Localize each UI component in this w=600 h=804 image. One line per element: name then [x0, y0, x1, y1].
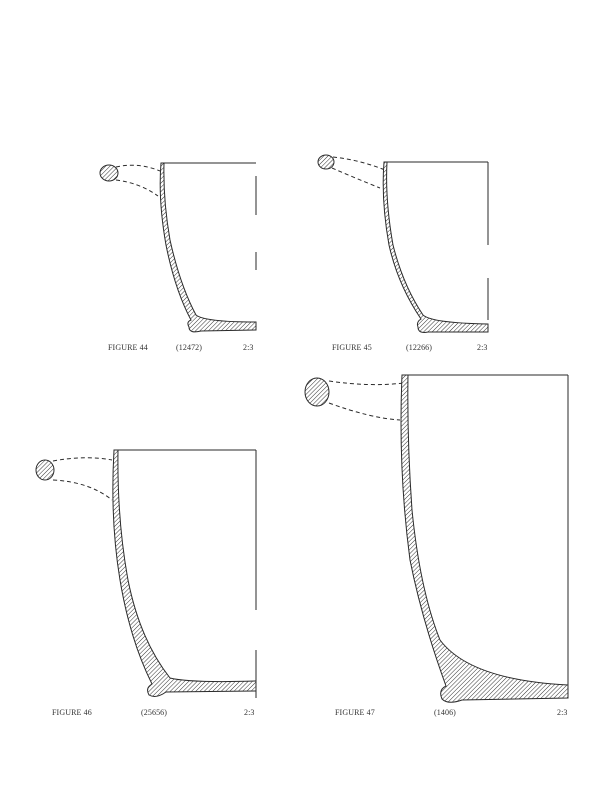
figure-44-number: (12472): [176, 343, 203, 352]
figure-44-profile: [159, 162, 257, 333]
figure-46-profile: [112, 449, 257, 697]
figure-47-profile: [400, 374, 569, 703]
figure-47-handle-section: [304, 377, 330, 407]
figure-45-drawing: [317, 154, 489, 333]
figure-46-drawing: [35, 449, 257, 698]
figure-44-drawing: [99, 162, 257, 333]
figure-44-label: FIGURE 44: [108, 343, 148, 352]
figure-45-profile: [382, 161, 489, 333]
figure-44-scale: 2:3: [243, 343, 254, 352]
figure-47-number: (1406): [434, 708, 456, 717]
figure-45-number: (12266): [406, 343, 433, 352]
figure-44-handle-section: [99, 164, 119, 182]
figure-45-scale: 2:3: [477, 343, 488, 352]
figure-47-scale: 2:3: [557, 708, 568, 717]
figure-46-number: (25656): [141, 708, 168, 717]
figure-45-label: FIGURE 45: [332, 343, 372, 352]
figure-47-drawing: [304, 374, 569, 703]
figure-46-scale: 2:3: [244, 708, 255, 717]
figure-47-label: FIGURE 47: [335, 708, 375, 717]
figure-45-handle-section: [317, 154, 335, 170]
figure-46-label: FIGURE 46: [52, 708, 92, 717]
figure-46-handle-section: [35, 459, 55, 481]
